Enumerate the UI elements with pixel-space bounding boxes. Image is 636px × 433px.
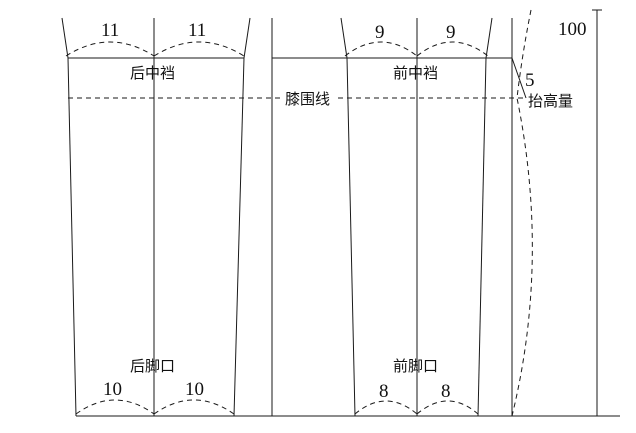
front-hem-label: 前脚口	[393, 357, 438, 375]
total-length-measure: 100	[558, 19, 587, 40]
front-left-leg-edge	[346, 57, 356, 417]
front-bottom-right-measure: 8	[441, 381, 451, 402]
front-top-left-arc	[344, 41, 418, 57]
back-crotch-label: 后中裆	[130, 64, 175, 82]
lift-value-measure: 5	[525, 70, 535, 91]
front-top-right-measure: 9	[446, 22, 456, 43]
front-bottom-left-measure: 8	[379, 381, 389, 402]
back-bottom-right-arc	[153, 399, 235, 415]
front-piece	[272, 17, 512, 417]
back-bottom-left-measure: 10	[103, 379, 122, 400]
front-right-leg-edge	[477, 57, 487, 417]
back-bottom-right-measure: 10	[185, 379, 204, 400]
front-bottom-left-arc	[354, 400, 418, 415]
back-bottom-left-arc	[75, 399, 155, 415]
front-left-upper-edge	[340, 17, 348, 59]
side-seam-curve	[511, 9, 533, 417]
back-right-upper-edge	[243, 17, 251, 59]
lift-slant-line	[511, 57, 527, 99]
front-crotch-label: 前中裆	[393, 64, 438, 82]
back-top-right-arc	[153, 41, 245, 57]
front-top-right-arc	[416, 41, 489, 57]
back-top-left-arc	[65, 41, 155, 57]
front-right-upper-edge	[485, 17, 493, 59]
back-hem-label: 后脚口	[130, 357, 175, 375]
back-top-left-measure: 11	[101, 20, 119, 41]
back-left-upper-edge	[61, 17, 69, 59]
front-top-left-measure: 9	[375, 22, 385, 43]
knee-label-bg	[283, 88, 335, 108]
back-left-leg-edge	[67, 57, 77, 417]
back-right-leg-edge	[233, 57, 245, 417]
lift-amount-label: 抬高量	[528, 92, 573, 110]
back-top-right-measure: 11	[188, 20, 206, 41]
front-bottom-right-arc	[416, 400, 479, 415]
back-piece	[61, 17, 251, 417]
knee-line-label: 膝围线	[285, 90, 330, 108]
